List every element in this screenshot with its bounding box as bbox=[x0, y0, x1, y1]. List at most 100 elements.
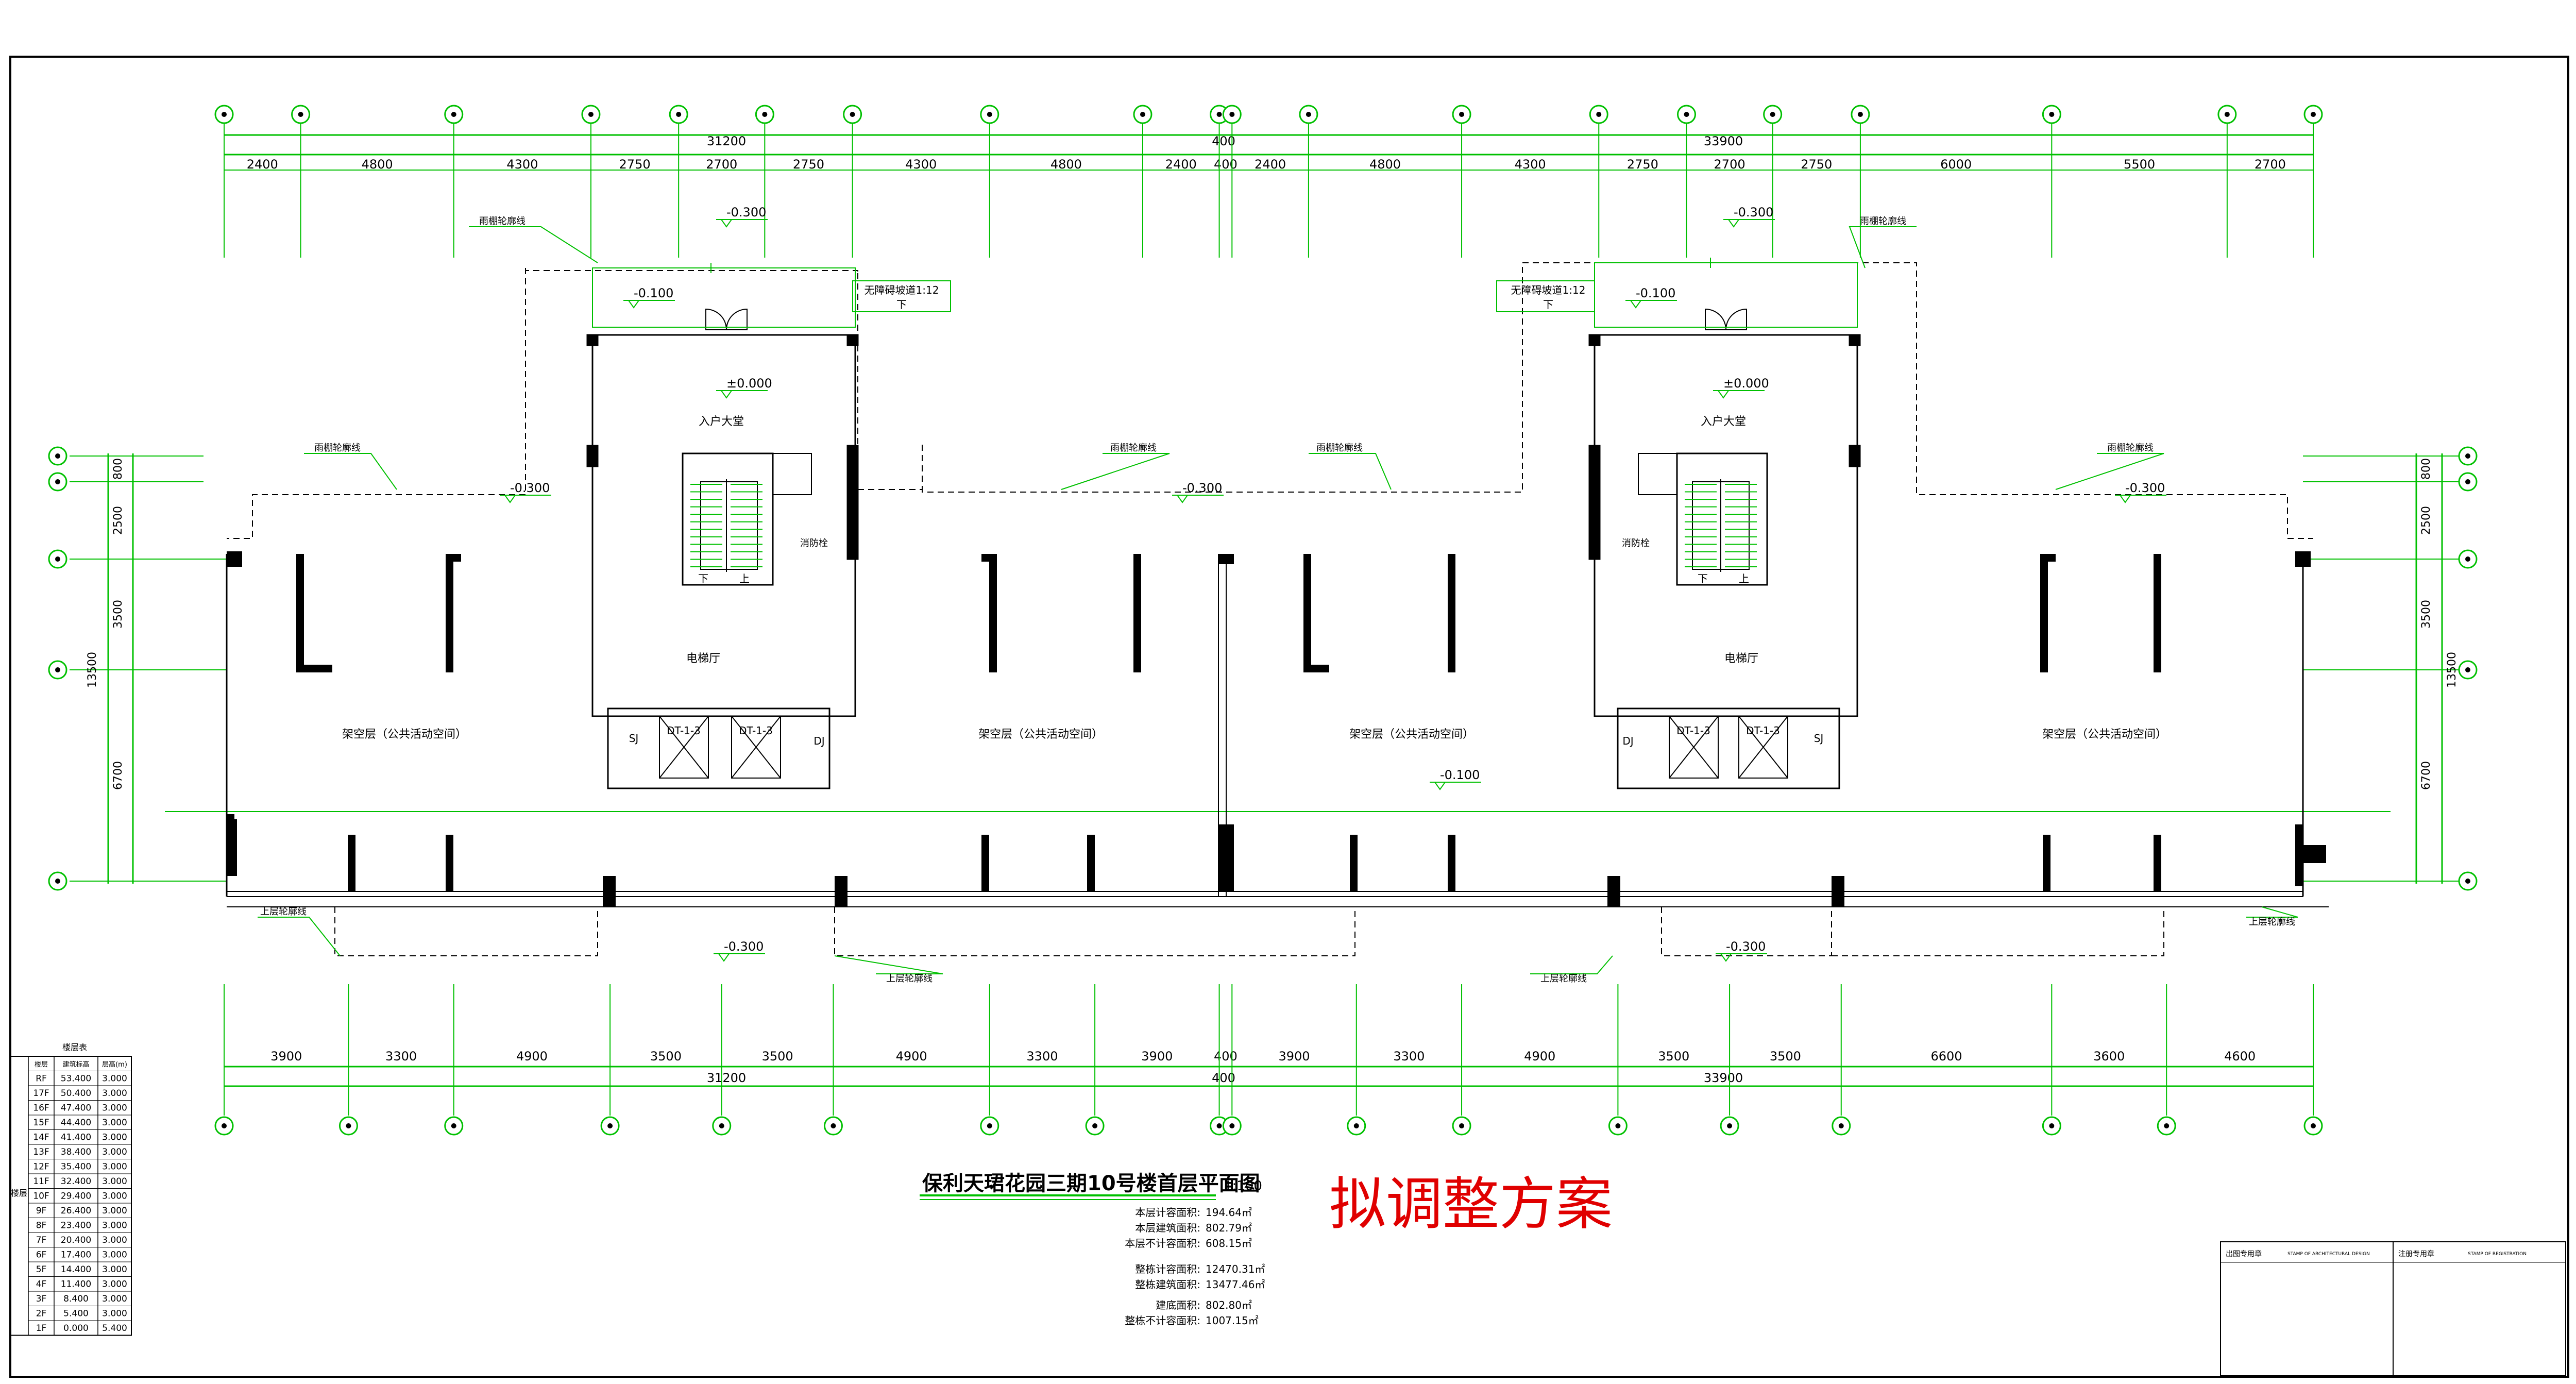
ramp-label-right: 无障碍坡道1:12 bbox=[1511, 284, 1586, 296]
level-text-4: ±0.000 bbox=[726, 376, 772, 391]
floor-table-cell-6-2: 3.000 bbox=[102, 1162, 127, 1172]
floor-table-cell-11-0: 7F bbox=[36, 1235, 47, 1245]
dim-segment-14: 6600 bbox=[1931, 1049, 1962, 1064]
wall-piece-31 bbox=[2295, 824, 2303, 886]
level-text-7: -0.300 bbox=[1182, 481, 1222, 495]
drawing-scale: 1:100 bbox=[1224, 1178, 1262, 1194]
bottom-total-1: 31200 bbox=[707, 1071, 746, 1085]
dim-segment-12: 3500 bbox=[1658, 1049, 1689, 1064]
floor-table-frame bbox=[10, 1056, 132, 1336]
dim-segment-8: 400 bbox=[1214, 1049, 1238, 1064]
title-block-right: 注册专用章 bbox=[2398, 1250, 2434, 1258]
axis-bubble-dot-4 bbox=[719, 1123, 724, 1128]
right-dimension-lines bbox=[2303, 453, 2473, 884]
stair-up-left: 上 bbox=[739, 572, 750, 585]
stair-up-right: 上 bbox=[1739, 572, 1749, 585]
open-space-label-2: 架空层（公共活动空间） bbox=[978, 728, 1103, 741]
side-bubble-dot-4-1 bbox=[2465, 879, 2470, 884]
floor-table-cell-16-0: 2F bbox=[36, 1309, 47, 1319]
floor-table-cell-12-2: 3.000 bbox=[102, 1250, 127, 1260]
wall-piece-24 bbox=[1832, 876, 1844, 907]
side-bubble-dot-1-1 bbox=[2465, 479, 2470, 484]
floor-table-cell-17-2: 5.400 bbox=[102, 1323, 127, 1334]
axis-bubble-dot-5 bbox=[831, 1123, 836, 1128]
area-value-6: 1007.15㎡ bbox=[1206, 1314, 1259, 1327]
dim-segment-7: 4800 bbox=[1050, 157, 1082, 172]
axis-bubble-dot-1 bbox=[346, 1123, 351, 1128]
left-dim-4: 6700 bbox=[112, 761, 125, 790]
floor-table-cell-6-1: 35.400 bbox=[61, 1162, 91, 1172]
floor-table-cell-9-1: 26.400 bbox=[61, 1206, 91, 1216]
bottom-axis-bubbles bbox=[214, 984, 2323, 1136]
wall-piece-0 bbox=[227, 551, 242, 567]
floor-table-header-0: 楼层 bbox=[35, 1061, 48, 1069]
level-triangle-4 bbox=[720, 390, 733, 399]
level-triangle-11 bbox=[1720, 953, 1732, 962]
side-bubble-dot-0-1 bbox=[2465, 453, 2470, 459]
floor-table-cell-10-2: 3.000 bbox=[102, 1221, 127, 1231]
wall-piece-27 bbox=[2154, 554, 2161, 672]
dim-segment-11: 4900 bbox=[1524, 1049, 1555, 1064]
area-label-6: 整栋不计容面积: bbox=[1125, 1314, 1200, 1327]
right-dimension-texts: 800 2500 3500 6700 13500 bbox=[2420, 458, 2459, 790]
floor-table-cell-11-2: 3.000 bbox=[102, 1235, 127, 1245]
left-dimension-texts: 800 2500 3500 6700 13500 bbox=[86, 458, 125, 790]
wall-piece-10 bbox=[835, 876, 848, 907]
axis-bubble-dot-0 bbox=[222, 1123, 227, 1128]
floor-table-cell-14-1: 11.400 bbox=[61, 1279, 91, 1290]
dim-segment-12: 4300 bbox=[1515, 157, 1546, 172]
area-label-4: 整栋建筑面积: bbox=[1135, 1278, 1200, 1291]
wall-piece-3 bbox=[446, 554, 453, 672]
axis-bubble-dot-1 bbox=[298, 112, 303, 117]
right-dim-1: 800 bbox=[2420, 458, 2433, 480]
axis-bubble-dot-3 bbox=[607, 1123, 613, 1128]
floor-table-cell-8-1: 29.400 bbox=[61, 1191, 91, 1202]
floor-table-cell-14-0: 4F bbox=[36, 1279, 47, 1290]
dim-segment-15: 3600 bbox=[2093, 1049, 2125, 1064]
fire-hydrant-right: 消防栓 bbox=[1622, 538, 1650, 549]
axis-bubble-dot-16 bbox=[2164, 1123, 2170, 1128]
dim-segment-1: 3300 bbox=[385, 1049, 417, 1064]
wall-piece-1 bbox=[296, 554, 304, 672]
floor-table-cell-8-0: 10F bbox=[33, 1191, 49, 1202]
floor-table-cell-5-2: 3.000 bbox=[102, 1147, 127, 1157]
eave-label-5: 雨棚轮廓线 bbox=[2107, 443, 2154, 453]
dim-segment-17: 5500 bbox=[2124, 157, 2155, 172]
wall-piece-15 bbox=[1087, 835, 1095, 891]
stair-left bbox=[690, 479, 762, 572]
level-text-3: -0.100 bbox=[1636, 286, 1675, 300]
axis-bubble-dot-19 bbox=[2311, 112, 2316, 117]
top-axis-bubbles bbox=[214, 105, 2323, 258]
dim-segment-16: 6000 bbox=[1940, 157, 1972, 172]
side-axis-bubbles bbox=[48, 446, 2478, 891]
wall-piece-9 bbox=[603, 876, 616, 907]
floor-table-cell-5-1: 38.400 bbox=[61, 1147, 91, 1157]
dim-segment-0: 3900 bbox=[270, 1049, 302, 1064]
axis-bubble-dot-10 bbox=[1353, 1123, 1359, 1128]
floor-table-cell-13-1: 14.400 bbox=[61, 1264, 91, 1275]
axis-bubble-dot-4 bbox=[676, 112, 682, 117]
axis-bubble-dot-12 bbox=[1615, 1123, 1621, 1128]
right-dim-2: 2500 bbox=[2420, 506, 2433, 535]
title-block-left-sub: STAMP OF ARCHITECTURAL DESIGN bbox=[2287, 1252, 2370, 1257]
axis-bubble-dot-17 bbox=[2049, 112, 2055, 117]
axis-bubble-dot-0 bbox=[222, 112, 227, 117]
floor-table-cell-8-2: 3.000 bbox=[102, 1191, 127, 1202]
axis-bubble-dot-14 bbox=[1838, 1123, 1844, 1128]
title-block-right-sub: STAMP OF REGISTRATION bbox=[2468, 1252, 2527, 1257]
side-bubble-dot-1-0 bbox=[55, 479, 60, 484]
open-space-label-1: 架空层（公共活动空间） bbox=[342, 728, 467, 741]
axis-bubble-dot-15 bbox=[2049, 1123, 2055, 1128]
dim-segment-4: 3500 bbox=[762, 1049, 793, 1064]
dim-segment-1: 4800 bbox=[362, 157, 393, 172]
wall-piece-16 bbox=[1218, 824, 1234, 891]
area-summary: 本层计容面积:194.64㎡本层建筑面积:802.79㎡本层不计容面积:608.… bbox=[1125, 1206, 1265, 1327]
floor-table-cell-12-1: 17.400 bbox=[61, 1250, 91, 1260]
axis-bubble-dot-9 bbox=[1216, 112, 1222, 117]
level-triangle-1 bbox=[1727, 219, 1740, 228]
top-dimension-lines bbox=[224, 134, 2313, 171]
dim-segment-18: 2700 bbox=[2255, 157, 2286, 172]
area-value-4: 13477.46㎡ bbox=[1206, 1278, 1265, 1291]
level-text-11: -0.300 bbox=[1726, 939, 1766, 954]
